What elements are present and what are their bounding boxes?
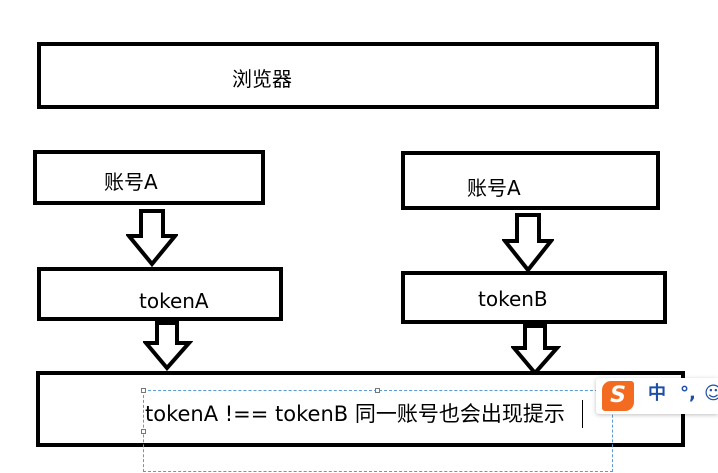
ime-punctuation-toggle[interactable]: °,: [680, 383, 696, 404]
ime-mode-toggle[interactable]: 中: [648, 383, 666, 404]
resize-handle-left-middle[interactable]: [141, 429, 146, 434]
resize-handle-top-middle[interactable]: [375, 388, 380, 393]
browser-box: [37, 42, 659, 109]
ime-toolbar[interactable]: S 中 °, ☺: [596, 378, 718, 414]
sogou-logo-icon[interactable]: S: [602, 381, 634, 411]
left-account-box: [33, 150, 265, 205]
resize-handle-top-left[interactable]: [141, 388, 146, 393]
browser-label: 浏览器: [232, 67, 292, 91]
text-caret: [582, 400, 583, 428]
left-token-label: tokenA: [139, 289, 209, 313]
ime-emoji-icon[interactable]: ☺: [704, 383, 718, 404]
right-account-box: [401, 151, 660, 210]
left-down-arrow-1: [126, 209, 178, 267]
left-token-box: [37, 267, 283, 321]
right-down-arrow-2: [511, 324, 561, 376]
left-account-label: 账号A: [104, 170, 158, 194]
right-down-arrow-1: [502, 213, 554, 273]
right-account-label: 账号A: [467, 176, 521, 200]
left-down-arrow-2: [143, 321, 193, 371]
right-token-box: [401, 271, 667, 324]
bottom-box: [36, 371, 685, 447]
bottom-message: tokenA !== tokenB 同一账号也会出现提示: [145, 402, 565, 426]
right-token-label: tokenB: [478, 287, 548, 311]
